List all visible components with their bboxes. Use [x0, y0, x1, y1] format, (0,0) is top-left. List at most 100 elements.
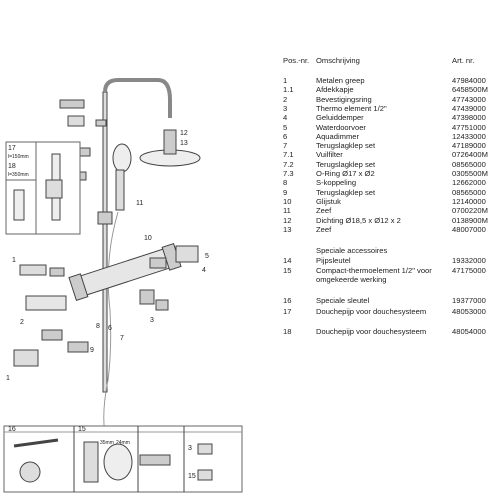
left-handle-parts — [13, 264, 89, 367]
cell-desc: Afdekkapje — [316, 85, 354, 95]
cell-art: 48053000 — [452, 307, 486, 317]
tool-size-b: 24mm — [116, 440, 130, 446]
callout-11: 11 — [136, 200, 143, 207]
cell-desc: Pijpsleutel — [316, 256, 351, 266]
shower-pipe-inset — [5, 141, 81, 235]
cell-desc: Dichting Ø18,5 x Ø12 x 2 — [316, 215, 401, 225]
accessories-title-text: Speciale accessoires — [316, 246, 388, 256]
cell-art: 12662000 — [452, 178, 486, 188]
slider — [97, 211, 113, 225]
cell-pos: 13 — [283, 224, 292, 234]
cell-pos: 12 — [283, 215, 292, 225]
callout-15: 15 — [188, 473, 196, 480]
cell-pos: 2 — [283, 94, 288, 104]
cell-desc: Geluiddemper — [316, 113, 364, 123]
cell-art: 48007000 — [452, 224, 486, 234]
cell-desc: Thermo element 1/2" — [316, 103, 387, 113]
cell-art: 47743000 — [452, 94, 486, 104]
cell-pos: 9 — [283, 187, 288, 197]
cell-art: 47984000 — [452, 76, 486, 85]
cell-pos: 6 — [283, 131, 288, 141]
shower-arm — [103, 78, 172, 118]
cell-art: 47189000 — [452, 141, 486, 151]
callout-18-label: 18 — [8, 163, 16, 170]
cell-desc: Aquadimmer — [316, 131, 360, 141]
cell-desc: Compact-thermoelement 1/2" voor omgekeer… — [316, 266, 432, 285]
callout-13: 13 — [180, 140, 188, 147]
cell-desc: Zeef — [316, 206, 332, 216]
thermostat-mixer — [68, 242, 182, 302]
cell-art: 0700220M — [452, 206, 488, 216]
cell-pos: 15 — [283, 266, 292, 276]
cell-pos: 17 — [283, 307, 292, 317]
callout-17-label: 17 — [8, 145, 16, 152]
callout-1: 1 — [12, 257, 16, 264]
cell-desc: Terugslagklep set — [316, 159, 376, 169]
cell-desc: Vuilfilter — [316, 150, 343, 160]
inset-18-size: l=350mm — [8, 172, 29, 178]
cell-art: 47751000 — [452, 122, 486, 132]
cell-pos: 1.1 — [283, 85, 294, 95]
cell-pos: 11 — [283, 206, 291, 216]
cell-desc: Douchepijp voor douchesysteem — [316, 307, 427, 317]
callout-7: 7 — [120, 335, 124, 342]
cell-pos: 5 — [283, 122, 288, 132]
cell-pos: 4 — [283, 113, 288, 123]
cell-art: 47439000 — [452, 103, 486, 113]
cell-pos: 7.2 — [283, 159, 294, 169]
header-pos: Pos.-nr. — [283, 56, 310, 65]
callout-16: 16 — [8, 426, 16, 433]
cell-art: 0726400M — [452, 150, 488, 160]
cell-desc: S-koppeling — [316, 178, 357, 188]
cell-pos: 7.1 — [283, 150, 294, 160]
cell-desc: Zeef — [316, 224, 332, 234]
cell-pos: 14 — [283, 256, 292, 266]
cell-desc: Bevestigingsring — [316, 94, 372, 104]
cell-art: 47175000 — [452, 266, 486, 276]
inset-17-size: l=150mm — [8, 154, 29, 160]
cell-pos: 7.3 — [283, 169, 294, 178]
cell-pos: 1 — [283, 76, 288, 85]
cell-art: 12140000 — [452, 196, 486, 206]
cell-art: 47398000 — [452, 113, 486, 123]
cell-desc: Terugslagklep set — [316, 141, 376, 151]
cell-art: 08565000 — [452, 159, 486, 169]
callout-3b: 3 — [188, 445, 192, 452]
cell-pos: 10 — [283, 196, 292, 206]
callout-10: 10 — [144, 235, 152, 242]
cell-desc: Speciale sleutel — [316, 296, 370, 306]
exploded-parts-diagram: 12 13 11 10 8 9 6 7 3 5 4 1 2 1 17 l=150… — [3, 78, 243, 493]
cell-art: 0138900M — [452, 215, 488, 225]
right-handle-parts — [139, 245, 199, 311]
cell-art: 19377000 — [452, 296, 486, 306]
tool-size-a: 35mm — [100, 440, 114, 446]
cell-art: 48054000 — [452, 327, 486, 337]
cell-desc: O-Ring Ø17 x Ø2 — [316, 169, 375, 178]
callout-5: 5 — [205, 253, 209, 260]
cell-desc: Terugslagklep set — [316, 187, 376, 197]
cell-pos: 8 — [283, 178, 288, 188]
cell-desc: Glijstuk — [316, 196, 341, 206]
callout-8: 8 — [96, 323, 100, 330]
cell-pos: 18 — [283, 327, 292, 337]
callout-9: 9 — [90, 347, 94, 354]
cell-desc: Waterdoorvoer — [316, 122, 366, 132]
accessories-strip — [3, 425, 243, 493]
hand-shower — [112, 143, 132, 211]
callout-3: 3 — [150, 317, 154, 324]
cell-art: 6458500M — [452, 85, 488, 95]
callout-14: 15 — [78, 426, 86, 433]
header-art: Art. nr. — [452, 56, 475, 65]
callout-12: 12 — [180, 130, 188, 137]
cell-desc: Metalen greep — [316, 76, 365, 85]
cell-pos: 16 — [283, 296, 292, 306]
callout-1b: 1 — [6, 375, 10, 382]
cell-art: 08565000 — [452, 187, 486, 197]
riser-pipe — [102, 91, 108, 393]
cell-art: 0305500M — [452, 169, 488, 178]
cell-desc: Douchepijp voor douchesysteem — [316, 327, 427, 337]
header-desc: Omschrijving — [316, 56, 360, 65]
cell-pos: 7 — [283, 141, 288, 151]
cell-art: 12433000 — [452, 131, 486, 141]
cell-pos: 3 — [283, 103, 288, 113]
